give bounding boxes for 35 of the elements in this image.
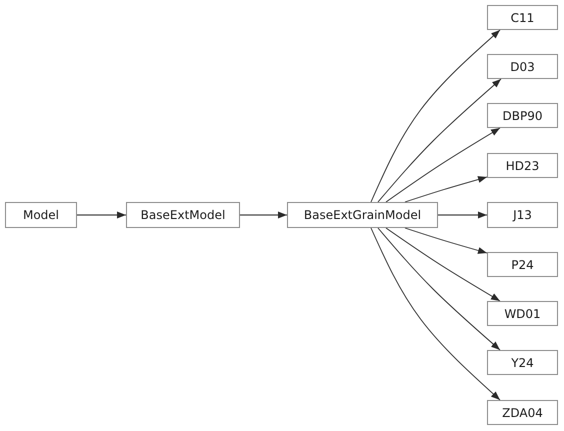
class-name: DBP90 [502,110,542,122]
class-box [487,350,558,375]
class-box [5,202,77,228]
class-box [126,202,240,228]
arrow [370,30,500,202]
class-name: Y24 [511,356,534,368]
arrow [404,176,488,202]
class-name: C11 [510,12,534,24]
arrow [386,228,500,302]
class-name: D03 [510,60,535,72]
class-name: BaseExtModel [140,209,226,221]
arrow [240,212,288,218]
class-box [287,202,438,228]
class-name: BaseExtGrainModel [304,209,422,221]
class-name: P24 [511,258,534,270]
arrow [438,212,488,218]
class-name: WD01 [504,308,541,320]
class-name: HD23 [506,160,540,172]
class-name: Model [22,209,60,221]
arrow [378,228,500,350]
class-box [487,54,558,79]
class-box [487,400,558,425]
class-box [487,103,558,128]
class-name: J13 [513,209,532,221]
arrow [378,78,502,202]
arrow [404,228,488,254]
arrow [76,212,126,218]
arrow [370,228,500,400]
class-box [487,252,558,277]
class-box [487,202,558,228]
class-box [487,153,558,178]
class-name: ZDA04 [502,406,543,418]
arrow [386,128,500,202]
class-box [487,5,558,30]
class-box [487,301,558,326]
